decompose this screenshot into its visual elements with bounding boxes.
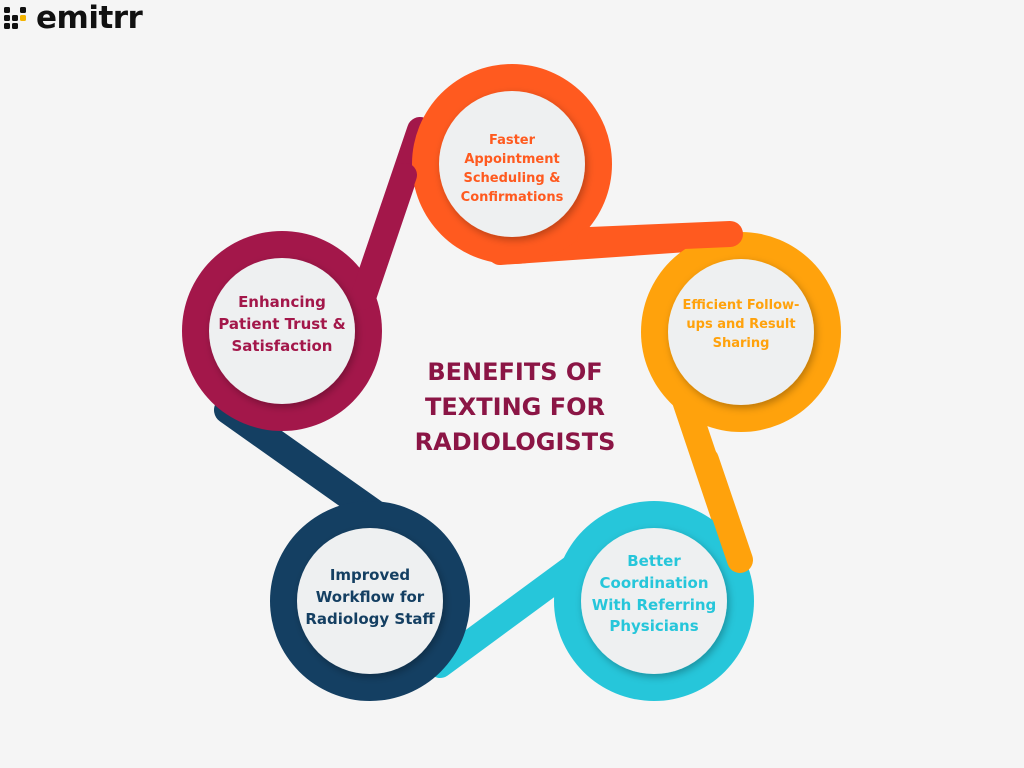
- overlap-amber: [693, 447, 753, 573]
- overlap-maroon: [350, 163, 417, 310]
- node-efficient-followups-label: Efficient Follow-ups and Result Sharing: [682, 298, 800, 351]
- diagram-title-line-3: RADIOLOGISTS: [414, 427, 616, 456]
- node-enhancing-trust-label: Enhancing Patient Trust & Satisfaction: [218, 293, 346, 355]
- node-better-coordination-label: Better Coordination With Referring Physi…: [591, 552, 717, 636]
- emitrr-logo: emitrr: [4, 0, 143, 36]
- logo-mark-icon: [4, 7, 26, 29]
- inner-better-coordination: [581, 528, 727, 674]
- inner-enhancing-trust: [209, 258, 355, 404]
- overlap-orange: [577, 221, 743, 253]
- diagram-title: BENEFITS OF TEXTING FOR RADIOLOGISTS: [380, 355, 650, 459]
- inner-improved-workflow: [297, 528, 443, 674]
- brand-name: emitrr: [36, 0, 143, 36]
- inner-efficient-followups: [668, 259, 814, 405]
- diagram-title-line-1: BENEFITS OF: [427, 358, 603, 386]
- diagram-title-line-2: TEXTING FOR: [425, 392, 605, 421]
- node-faster-appointment-label: Faster Appointment Scheduling & Confirma…: [460, 133, 564, 205]
- node-improved-workflow-label: Improved Workflow for Radiology Staff: [305, 566, 435, 628]
- inner-faster-appointment: [439, 91, 585, 237]
